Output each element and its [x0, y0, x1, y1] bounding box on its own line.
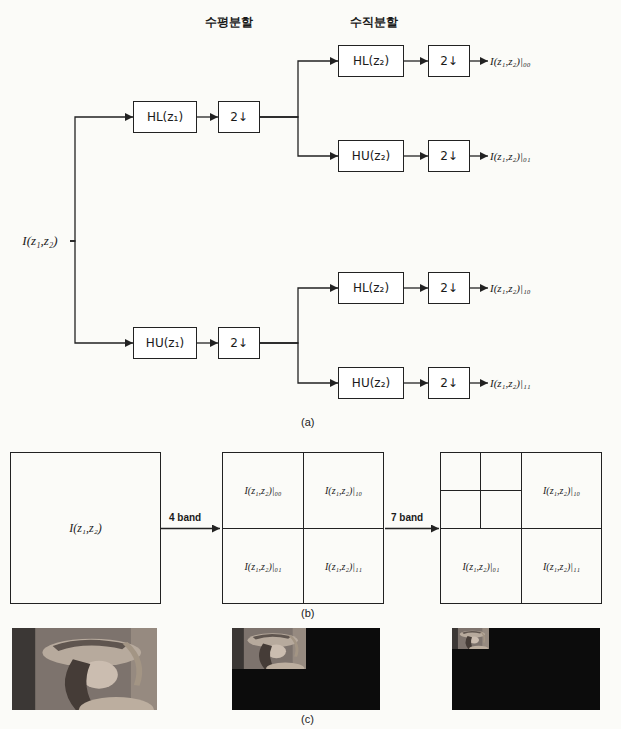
filter-box: HL(z₂) [338, 45, 404, 77]
band-square [223, 453, 384, 604]
label-text: (a) [301, 416, 314, 428]
node-text: I(z₁,z₂)|₀₁ [463, 561, 500, 572]
signal-arrow [260, 288, 338, 343]
stage-heading: 수평분할 [205, 14, 253, 31]
subband-cell: I(z₁,z₂)|₁₀ [522, 453, 601, 528]
subband-cell: I(z₁,z₂)|₀₁ [441, 529, 521, 603]
label-text: 수직분할 [350, 15, 398, 29]
filter-box: HL(z₁) [133, 101, 197, 133]
subband-cell: I(z₁,z₂)|₀₁ [223, 529, 303, 603]
output-signal: I(z₁,z₂)|₀₀ [488, 51, 572, 71]
band-divider [441, 490, 522, 491]
band-label: 7 band [391, 512, 423, 523]
band-divider [223, 528, 384, 529]
photo-ground [452, 628, 600, 710]
output-signal: I(z₁,z₂)|₁₁ [488, 373, 572, 393]
band-divider [441, 528, 602, 529]
signal-arrow [197, 116, 218, 117]
node-text: I(z₁,z₂)|₁₀ [543, 485, 580, 496]
node-text: I(z₁,z₂)|₀₀ [490, 55, 531, 67]
band-square [441, 453, 602, 604]
downsample-box: 2↓ [428, 272, 470, 304]
node-text: 2↓ [230, 110, 248, 124]
downsample-box: 2↓ [428, 140, 470, 172]
node-text: HL(z₁) [147, 110, 183, 124]
filter-box: HU(z₁) [133, 327, 197, 359]
downsample-box: 2↓ [218, 101, 260, 133]
signal-arrow [404, 155, 428, 156]
band-label: 4 band [169, 512, 201, 523]
photo [452, 628, 489, 652]
signal-arrow [197, 342, 218, 343]
node-text: I(z₁,z₂)|₁₁ [543, 561, 580, 572]
signal-arrow [70, 241, 133, 343]
output-signal: I(z₁,z₂)|₀₁ [488, 146, 572, 166]
output-signal: I(z₁,z₂)|₁₀ [488, 278, 572, 298]
node-text: 2↓ [440, 376, 458, 390]
signal-arrow [404, 382, 428, 383]
node-text: 2↓ [440, 281, 458, 295]
node-text: I(z₁,z₂)|₀₀ [245, 485, 282, 496]
node-text: I(z₁,z₂)|₁₀ [325, 485, 362, 496]
subband-cell: I(z₁,z₂)|₁₀ [304, 453, 383, 528]
signal-arrow [404, 287, 428, 288]
figure-caption: (b) [301, 607, 314, 619]
node-text: I(z₁,z₂)|₁₀ [490, 282, 531, 294]
label-text: (b) [301, 607, 314, 619]
node-text: I(z₁,z₂)|₀₁ [490, 150, 531, 162]
band-arrow [161, 528, 220, 529]
downsample-box: 2↓ [428, 45, 470, 77]
downsample-box: 2↓ [218, 327, 260, 359]
filter-box: HU(z₂) [338, 367, 404, 399]
node-text: I(z₁,z₂)|₀₁ [245, 561, 282, 572]
subband-cell: I(z₁,z₂)|₀₀ [223, 453, 303, 528]
label-text: 수평분할 [205, 15, 253, 29]
signal-arrow [404, 60, 428, 61]
band-arrow [385, 528, 439, 529]
signal-arrow [470, 60, 488, 61]
input-signal: I(z₁,z₂) [10, 231, 70, 251]
subband-cell: I(z₁,z₂)|₁₁ [304, 529, 383, 603]
downsample-box: 2↓ [428, 367, 470, 399]
label-text: (c) [301, 713, 314, 725]
node-text: HL(z₂) [353, 281, 389, 295]
label-text: 7 band [391, 512, 423, 523]
node-text: I(z₁,z₂) [22, 233, 57, 249]
signal-arrow [470, 155, 488, 156]
node-text: I(z₁,z₂)|₁₁ [325, 561, 362, 572]
filter-box: HU(z₂) [338, 140, 404, 172]
signal-arrow [260, 117, 338, 156]
photo-ground [232, 628, 380, 710]
image-square: I(z₁,z₂) [10, 452, 161, 604]
node-text: HL(z₂) [353, 54, 389, 68]
signal-arrow [260, 61, 338, 117]
figure-caption: (c) [301, 713, 314, 725]
filter-box: HL(z₂) [338, 272, 404, 304]
figure-caption: (a) [301, 416, 314, 428]
node-text: HU(z₂) [352, 149, 390, 163]
node-text: HU(z₁) [146, 336, 184, 350]
photo [232, 628, 306, 676]
signal-arrow [470, 287, 488, 288]
node-text: HU(z₂) [352, 376, 390, 390]
photo [12, 628, 157, 723]
node-text: I(z₁,z₂)|₁₁ [490, 377, 531, 389]
node-text: 2↓ [440, 149, 458, 163]
label-text: 4 band [169, 512, 201, 523]
node-text: 2↓ [230, 336, 248, 350]
node-text: I(z₁,z₂) [69, 521, 102, 536]
signal-arrow [260, 343, 338, 383]
signal-arrow [70, 117, 133, 241]
signal-arrow [470, 382, 488, 383]
subband-cell: I(z₁,z₂)|₁₁ [522, 529, 601, 603]
node-text: 2↓ [440, 54, 458, 68]
stage-heading: 수직분할 [350, 14, 398, 31]
